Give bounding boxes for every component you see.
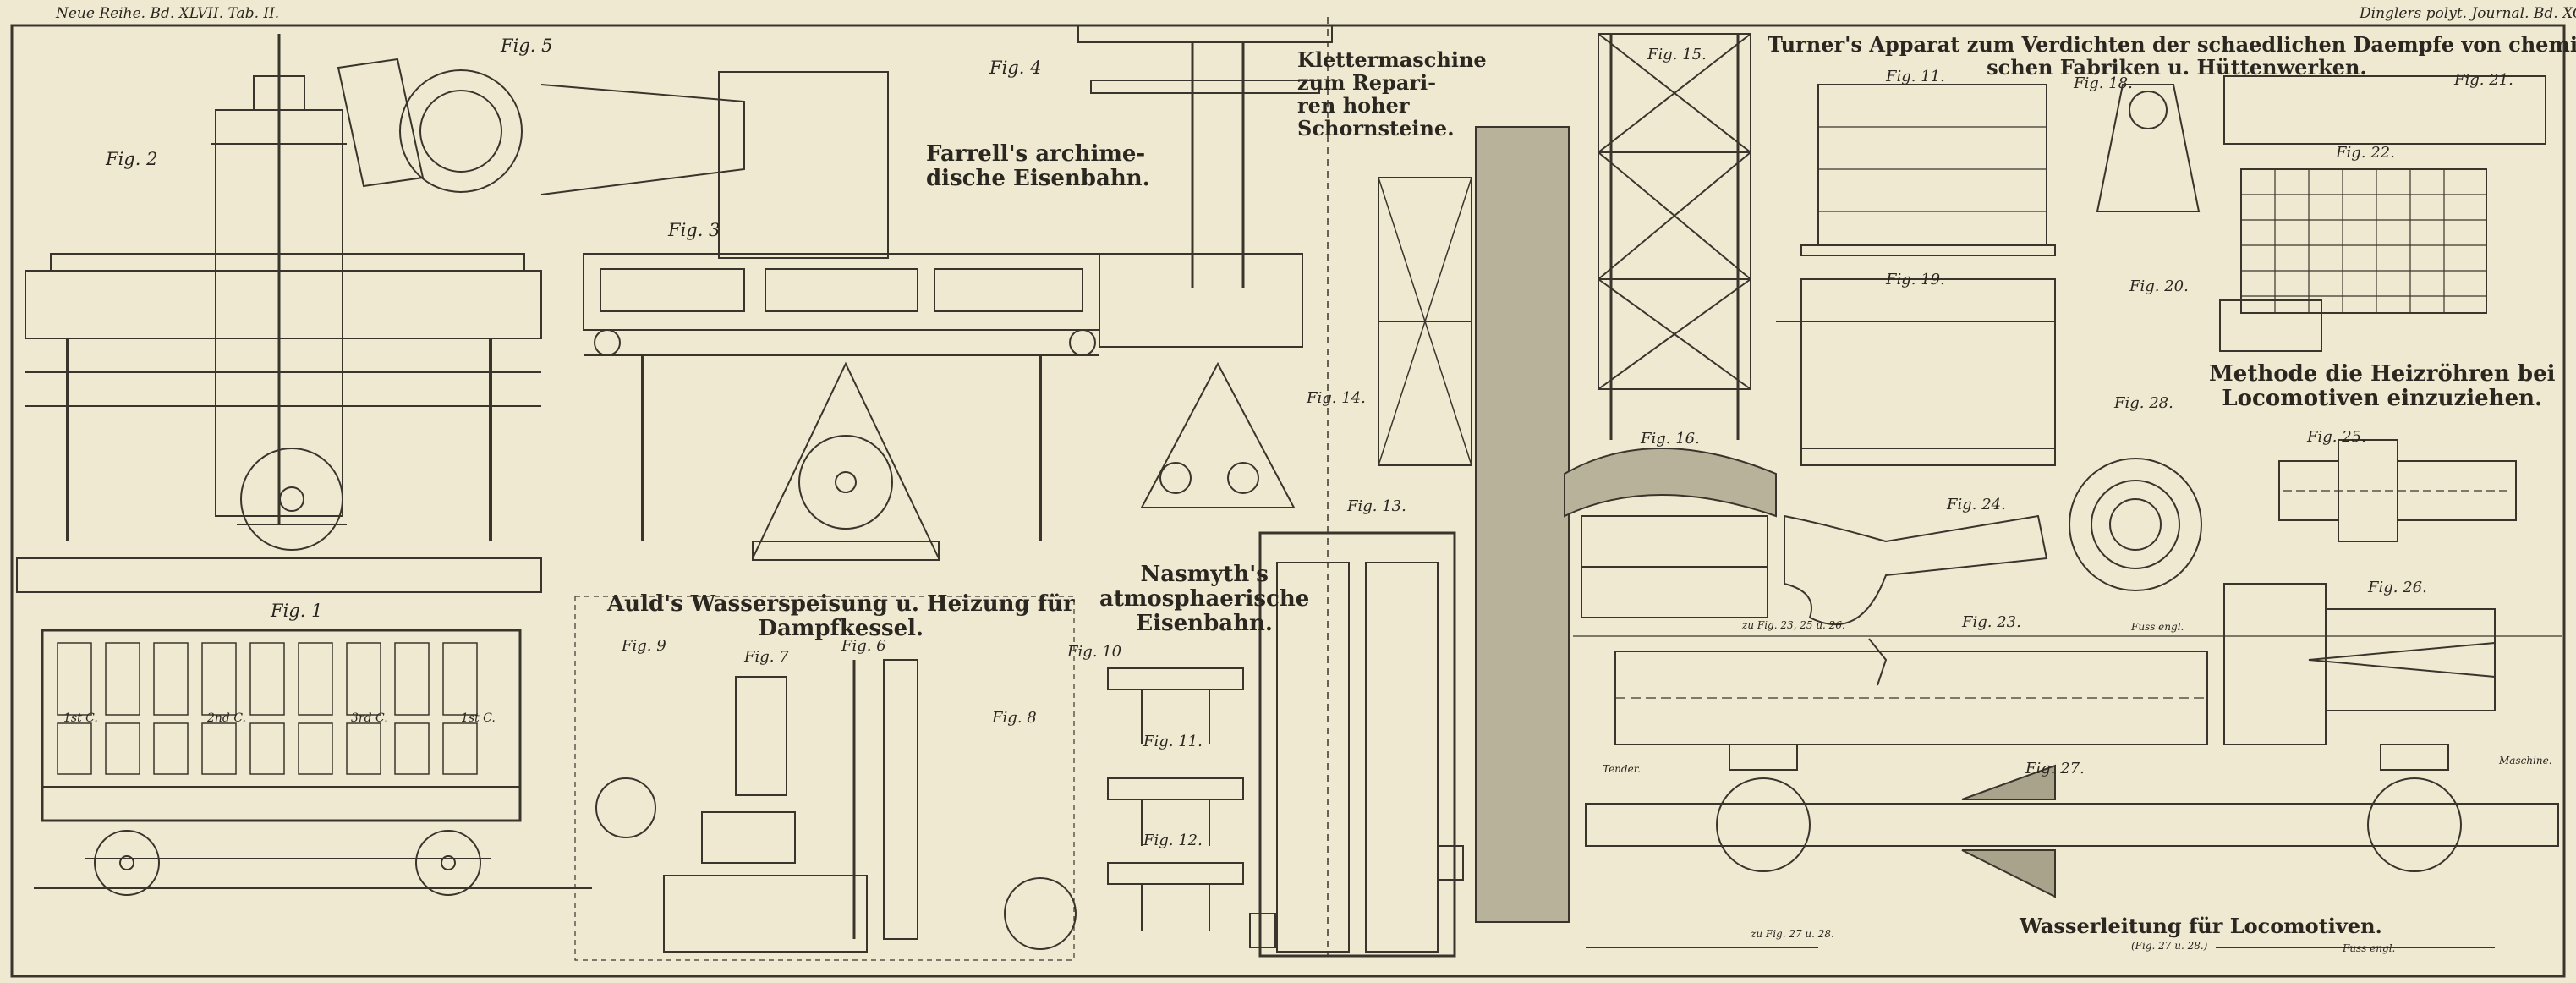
fig28-drawing: [2069, 458, 2202, 591]
auld-caption: Auld's Wasserspeisung u. Heizung für Dam…: [607, 591, 1075, 642]
car-label-4: 1st C.: [461, 711, 496, 725]
fig14-label: Fig. 14.: [1307, 389, 1366, 407]
fig2-drawing: [16, 34, 542, 593]
fig19-label: Fig. 19.: [1886, 271, 1945, 288]
fuss-engl-bottom: Fuss engl.: [2343, 942, 2396, 954]
car-label-1: 1st C.: [63, 711, 98, 725]
fig26-label: Fig. 26.: [2368, 579, 2427, 596]
fig12-label: Fig. 12.: [1143, 832, 1203, 849]
fig25-drawing: [2278, 439, 2517, 542]
fig24-drawing: [1784, 514, 2048, 626]
fig21-label: Fig. 21.: [2454, 71, 2513, 89]
fig1-label: Fig. 1: [271, 601, 323, 621]
fig17-turner-drawing: [1776, 84, 2201, 466]
fig15-label: Fig. 15.: [1647, 46, 1707, 63]
heizroehren-caption: Methode die Heizröhren bei Locomotiven e…: [2209, 361, 2556, 412]
plate-header-right: Dinglers polyt. Journal. Bd. XCVII. Tab.…: [2360, 5, 2576, 22]
fig17-label: Fig. 11.: [1886, 68, 1945, 85]
maschine-label: Maschine.: [2499, 755, 2552, 766]
fig6-9-drawing: [574, 596, 1077, 961]
chimney-drawing: [1475, 126, 1570, 923]
car-label-2: 2nd C.: [207, 711, 246, 725]
fig11-label: Fig. 11.: [1143, 733, 1203, 750]
klettermaschine-caption: Klettermaschine zum Repari- ren hoher Sc…: [1297, 47, 1487, 140]
fig3-drawing: [583, 71, 1100, 561]
fig6-label: Fig. 6: [841, 637, 886, 655]
scale-bottom-label: zu Fig. 27 u. 28.: [1751, 928, 1834, 940]
fig2-label: Fig. 2: [106, 149, 158, 169]
fig18-label: Fig. 18.: [2074, 74, 2133, 92]
fig15-drawing: [1598, 33, 1751, 440]
fig28-label: Fig. 28.: [2114, 394, 2173, 412]
scale-note: (Fig. 27 u. 28.): [2131, 940, 2208, 952]
scale-top-label: zu Fig. 23, 25 u. 26.: [1742, 619, 1845, 631]
fuss-engl-top: Fuss engl.: [2131, 621, 2184, 633]
turner-caption: Turner's Apparat zum Verdichten der scha…: [1768, 32, 2576, 80]
fig13-label: Fig. 13.: [1347, 497, 1406, 515]
fig10-label: Fig. 10: [1067, 643, 1122, 661]
farrell-caption: Farrell's archime- dische Eisenbahn.: [926, 141, 1150, 192]
plate-header-left: Neue Reihe. Bd. XLVII. Tab. II.: [56, 5, 280, 22]
plate-frame: [10, 24, 2566, 978]
fig10-12-drawing: [1107, 667, 1244, 931]
fig4-drawing: [1077, 25, 1333, 508]
fig24-label: Fig. 24.: [1947, 496, 2006, 513]
nasmyth-caption: Nasmyth's atmosphaerische Eisenbahn.: [1099, 562, 1310, 637]
fig26-drawing: [2223, 583, 2496, 745]
fig3-label: Fig. 3: [668, 220, 721, 240]
car-label-3: 3rd C.: [351, 711, 388, 725]
fig22-label: Fig. 22.: [2336, 144, 2395, 162]
fig20-label: Fig. 20.: [2129, 277, 2189, 295]
tender-label: Tender.: [1603, 763, 1641, 775]
fig5-label: Fig. 5: [501, 36, 553, 56]
fig9-label: Fig. 9: [622, 637, 666, 655]
fig1-drawing: [34, 629, 592, 896]
fig27-label: Fig. 27.: [2025, 760, 2085, 777]
fig23-drawing: [1573, 635, 2562, 745]
fig8-label: Fig. 8: [992, 709, 1037, 727]
fig7-label: Fig. 7: [744, 648, 789, 666]
fig25-label: Fig. 25.: [2307, 428, 2366, 446]
fig4-label: Fig. 4: [989, 58, 1042, 78]
fig16-drawing: [1564, 448, 1777, 618]
wasserleitung-caption: Wasserleitung für Locomotiven.: [2020, 914, 2382, 938]
fig16-label: Fig. 16.: [1641, 430, 1700, 448]
fig13-drawing: [1249, 531, 1464, 958]
fig21-22-drawing: [2219, 75, 2546, 352]
fig14-drawing: [1327, 17, 1472, 956]
fig5-drawing: [337, 58, 745, 195]
fig23-label: Fig. 23.: [1962, 613, 2021, 631]
fig27-drawing: [1585, 744, 2559, 948]
